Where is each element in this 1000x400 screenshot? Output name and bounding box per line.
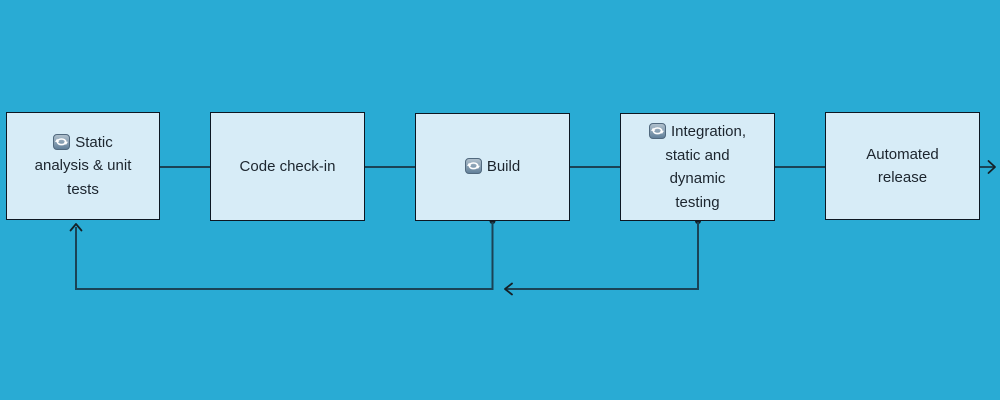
node-label: Integration, static and dynamic testing — [648, 120, 747, 214]
repeat-icon — [464, 158, 482, 175]
arrowhead-up-icon — [69, 223, 83, 232]
node-label-text: Build — [486, 158, 521, 176]
node-integration-testing[interactable]: Integration, static and dynamic testing — [620, 113, 775, 221]
node-build[interactable]: Build — [415, 113, 570, 221]
arrowhead-right-icon — [987, 160, 996, 174]
node-automated-release[interactable]: Automated release — [825, 112, 980, 220]
node-label-text: Automated release — [866, 145, 939, 187]
repeat-icon — [53, 133, 71, 150]
node-label: Build — [464, 155, 521, 179]
node-label: Automated release — [866, 143, 939, 190]
arrowhead-left-icon — [504, 282, 513, 296]
node-label: Code check-in — [240, 155, 336, 179]
feedback-integration-back — [506, 222, 699, 290]
node-label-text: Code check-in — [239, 157, 336, 175]
node-label-text: Static analysis & unit tests — [34, 133, 132, 198]
node-static-analysis[interactable]: Static analysis & unit tests — [6, 112, 160, 220]
node-label-text: Integration, static and dynamic testing — [665, 123, 747, 211]
repeat-icon — [648, 123, 666, 139]
node-code-check-in[interactable]: Code check-in — [210, 112, 365, 221]
feedback-build-to-static — [75, 222, 494, 290]
node-label: Static analysis & unit tests — [34, 131, 132, 202]
